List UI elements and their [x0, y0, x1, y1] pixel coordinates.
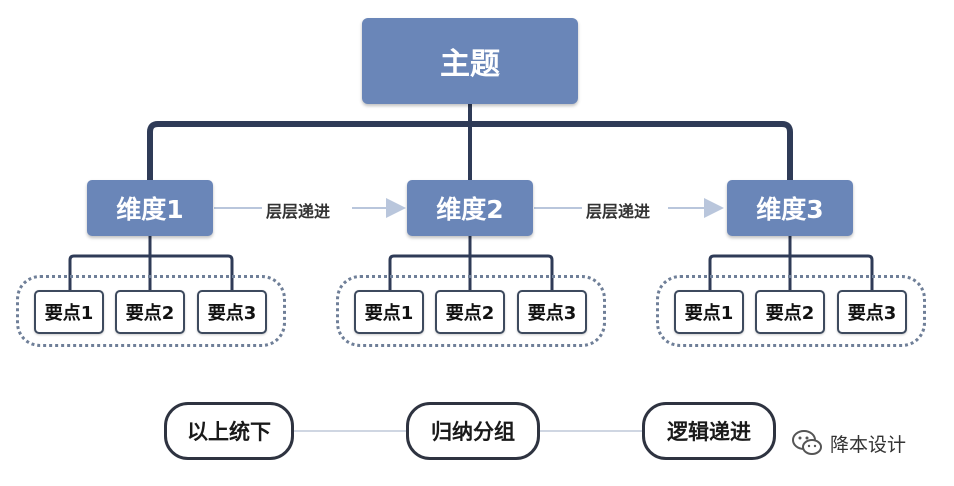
point-box: 要点3 — [837, 290, 907, 334]
point-box: 要点3 — [517, 290, 587, 334]
wechat-icon — [792, 430, 822, 455]
progression-label-1: 层层递进 — [266, 202, 331, 221]
point-box: 要点1 — [354, 290, 424, 334]
point-box: 要点2 — [755, 290, 825, 334]
dimension-box-1: 维度1 — [87, 180, 213, 236]
point-box: 要点2 — [115, 290, 185, 334]
point-box: 要点1 — [34, 290, 104, 334]
point-box: 要点2 — [435, 290, 505, 334]
point-group-1 — [16, 275, 286, 347]
principle-pill-3: 逻辑递进 — [642, 402, 776, 460]
point-box: 要点3 — [197, 290, 267, 334]
topic-box: 主题 — [362, 18, 578, 104]
watermark-text: 降本设计 — [830, 433, 907, 456]
watermark: 降本设计 — [790, 426, 906, 460]
dimension-box-3: 维度3 — [727, 180, 853, 236]
progression-label-2: 层层递进 — [586, 202, 651, 221]
principle-pill-1: 以上统下 — [164, 402, 294, 460]
point-group-3 — [656, 275, 926, 347]
principle-pill-2: 归纳分组 — [406, 402, 540, 460]
point-group-2 — [336, 275, 606, 347]
dimension-box-2: 维度2 — [407, 180, 533, 236]
point-box: 要点1 — [674, 290, 744, 334]
